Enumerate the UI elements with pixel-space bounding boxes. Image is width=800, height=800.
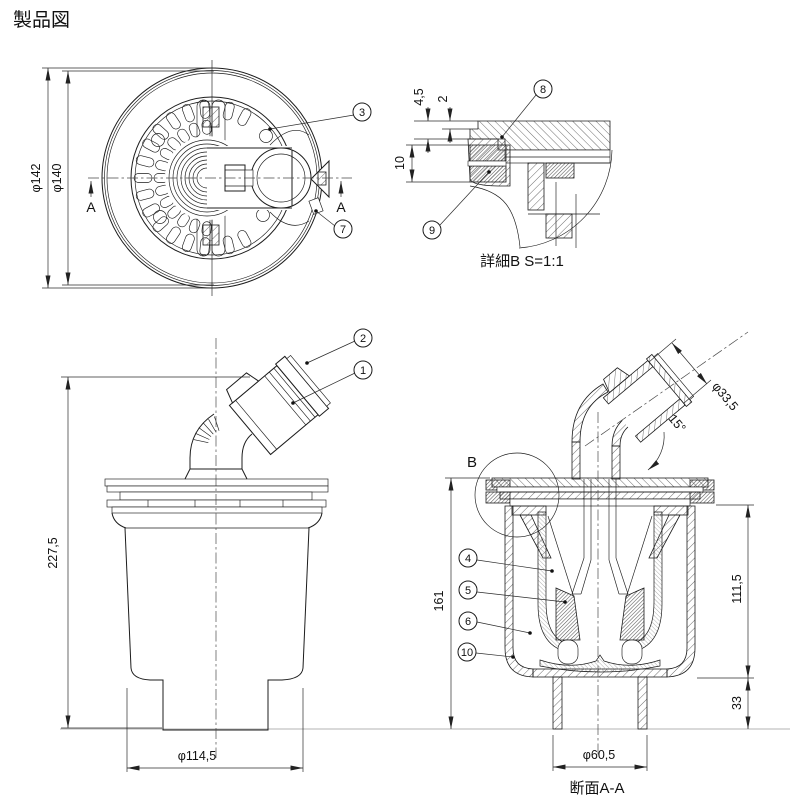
corrugation-line <box>203 422 214 435</box>
callout-3: 3 <box>268 102 372 131</box>
grate-slot <box>188 122 201 138</box>
svg-text:8: 8 <box>540 84 546 96</box>
svg-text:2: 2 <box>360 333 366 345</box>
callout-6: 6 <box>458 611 532 635</box>
dim-top-inner-dia: φ140 <box>50 163 64 192</box>
svg-text:9: 9 <box>429 225 435 237</box>
svg-text:1: 1 <box>360 365 366 377</box>
socket-section <box>602 353 695 443</box>
grate-slot <box>166 112 181 130</box>
grate-slot <box>152 123 169 140</box>
dim-outlet-dia: φ60,5 <box>583 748 615 762</box>
view-label-detail: 詳細B S=1:1 <box>480 253 564 270</box>
callout-5: 5 <box>458 580 567 604</box>
callout-8: 8 <box>500 79 553 139</box>
detail-b-circle <box>474 452 560 538</box>
dim-pipe-dia: φ33,5 <box>709 380 741 414</box>
section-view: B φ33,5 15° 161 111,5 33 φ60,5 4 5 <box>432 331 754 797</box>
detail-b-mark: B <box>467 454 477 471</box>
dim-gasket: 10 <box>393 156 407 170</box>
svg-text:10: 10 <box>461 647 473 659</box>
dim-step: 2 <box>436 95 450 102</box>
svg-text:6: 6 <box>465 616 471 628</box>
callout-2: 2 <box>305 328 373 365</box>
front-view: 227,5 φ114,5 2 1 <box>46 328 373 772</box>
cone-left <box>555 587 581 641</box>
grate-slot <box>135 155 155 168</box>
dim-body-dia: φ114,5 <box>178 749 217 763</box>
dim-overall-height: 227,5 <box>46 537 60 568</box>
angle-arc <box>647 431 665 471</box>
trap-membrane <box>539 654 661 673</box>
grate-slot <box>166 226 181 244</box>
svg-text:5: 5 <box>465 585 471 597</box>
screw-boss-top <box>202 106 220 128</box>
top-view: A A φ142 φ140 3 7 <box>29 60 372 296</box>
grate-slot <box>182 233 195 252</box>
drawing-title: 製品図 <box>13 9 70 31</box>
detail-boundary <box>518 149 613 249</box>
dim-outlet-height: 33 <box>730 696 744 710</box>
grate-slot <box>237 230 252 248</box>
lid <box>491 477 709 488</box>
grate-slot <box>142 203 160 218</box>
grate-slot <box>222 101 235 121</box>
grate <box>133 100 252 256</box>
corrugation-line <box>193 439 209 443</box>
svg-text:4: 4 <box>465 553 471 565</box>
screw-boss-bottom <box>202 224 220 246</box>
section-mark-a-left: A <box>86 199 96 215</box>
grate-slot <box>188 218 201 234</box>
grate-slot <box>135 188 155 201</box>
outlet-wall-left <box>552 676 563 730</box>
latch-tab <box>225 372 260 404</box>
hose-socket <box>225 355 331 456</box>
grate-slot <box>222 235 235 255</box>
gasket-upper <box>469 144 507 162</box>
dim-body-height: 111,5 <box>730 574 744 603</box>
callout-9: 9 <box>422 170 491 240</box>
grate-slot <box>152 216 169 233</box>
callout-4: 4 <box>458 548 554 573</box>
svg-text:7: 7 <box>340 224 346 236</box>
dim-total-height: 161 <box>432 591 446 612</box>
dim-top-outer-dia: φ142 <box>29 163 43 192</box>
callout-1: 1 <box>291 360 373 405</box>
dim-lip: 4,5 <box>412 88 426 105</box>
grate-slot <box>237 108 252 126</box>
corrugation-line <box>198 427 212 437</box>
callout-10: 10 <box>457 642 515 662</box>
section-mark-a-right: A <box>336 199 346 215</box>
grate-slot <box>142 138 160 153</box>
callout-7: 7 <box>314 209 353 239</box>
gasket-lower <box>469 165 507 183</box>
corrugation-line <box>195 433 210 440</box>
corrugation-line <box>208 418 217 433</box>
detail-view: 4,5 2 10 8 9 詳細B S=1:1 <box>393 79 613 270</box>
bend-corrugation <box>193 416 220 443</box>
grate-slot <box>182 104 195 123</box>
svg-text:3: 3 <box>359 107 365 119</box>
outlet-wall-right <box>637 676 648 730</box>
cone-right <box>619 587 645 641</box>
body-bottom <box>130 667 304 731</box>
corrugation-line <box>214 416 220 431</box>
view-label-section: 断面A-A <box>569 780 624 797</box>
